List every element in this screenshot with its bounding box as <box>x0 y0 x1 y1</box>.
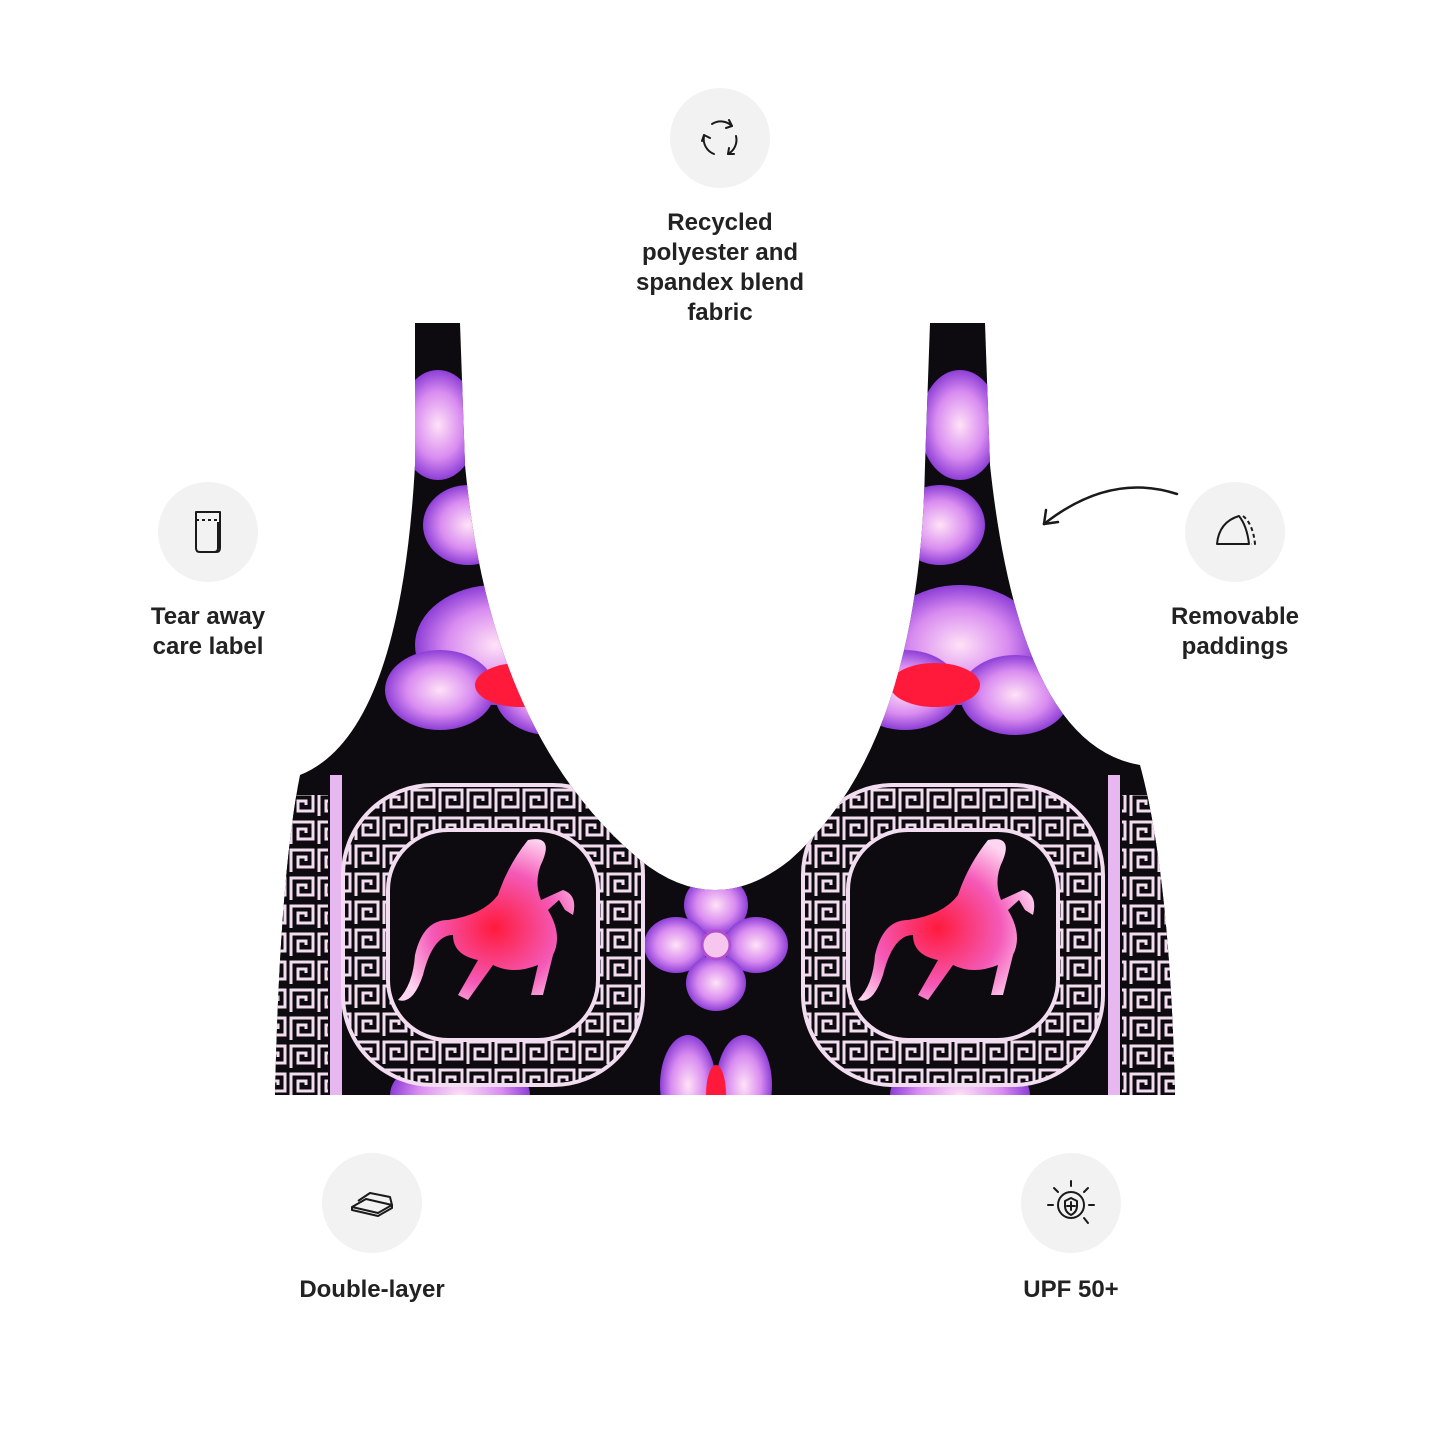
sun-shield-icon <box>1021 1153 1121 1253</box>
bikini-top-image <box>275 323 1175 1095</box>
feature-tear-away: Tear away care label <box>108 482 308 662</box>
padding-cup-icon <box>1185 482 1285 582</box>
feature-recycled: Recycled polyester and spandex blend fab… <box>595 88 845 328</box>
feature-upf-label: UPF 50+ <box>1023 1276 1119 1303</box>
feature-paddings: Removable paddings <box>1135 482 1335 662</box>
feature-double-layer-label: Double-layer <box>299 1276 445 1303</box>
feature-upf: UPF 50+ <box>971 1153 1171 1305</box>
layers-icon <box>322 1153 422 1253</box>
arrow-icon <box>1042 486 1179 526</box>
feature-double-layer: Double-layer <box>272 1153 472 1305</box>
care-label-icon <box>158 482 258 582</box>
feature-paddings-label: Removable paddings <box>1170 603 1300 660</box>
feature-recycled-label: Recycled polyester and spandex blend fab… <box>635 209 805 326</box>
recycle-icon <box>670 88 770 188</box>
feature-tear-away-label: Tear away care label <box>150 603 266 660</box>
